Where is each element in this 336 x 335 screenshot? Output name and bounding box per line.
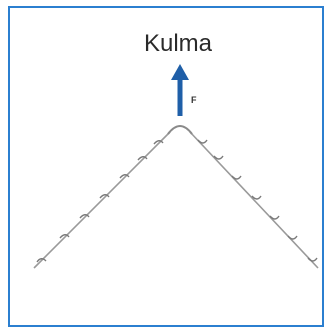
right-rope-line [189,131,319,269]
knot-mark [137,156,148,161]
force-arrow [171,64,189,116]
knot-mark [197,139,208,144]
diagram-title: Kulma [143,30,213,57]
force-arrow-head [171,64,189,80]
knot-mark [36,258,47,263]
knot-mark [213,155,224,160]
knot-mark [99,194,110,199]
knot-mark [153,140,164,145]
knot-mark [287,235,298,240]
force-label: F [191,95,197,105]
left-knots [36,140,164,263]
apex-curve [167,125,193,135]
knot-mark [231,175,242,180]
knot-mark [269,215,280,220]
knot-mark [79,214,90,219]
knot-mark [119,174,130,179]
right-knots [197,139,318,262]
knot-mark [251,195,262,200]
knot-mark [307,257,318,262]
left-rope-line [33,131,171,269]
diagram-frame [8,6,324,327]
knot-mark [59,234,70,239]
